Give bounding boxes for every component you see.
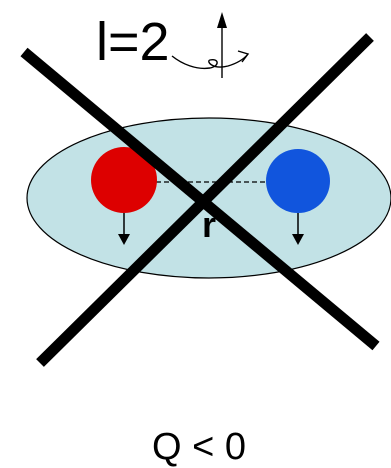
down-arrow-icon xyxy=(292,213,304,245)
quadrupole-moment-label: Q < 0 xyxy=(152,426,246,468)
cross-out-icon xyxy=(20,33,380,367)
red-particle xyxy=(91,147,157,213)
down-arrow-icon xyxy=(118,213,130,245)
blue-particle xyxy=(266,149,330,213)
rotation-arrow-icon xyxy=(171,12,250,78)
angular-momentum-label: l=2 xyxy=(96,12,170,72)
